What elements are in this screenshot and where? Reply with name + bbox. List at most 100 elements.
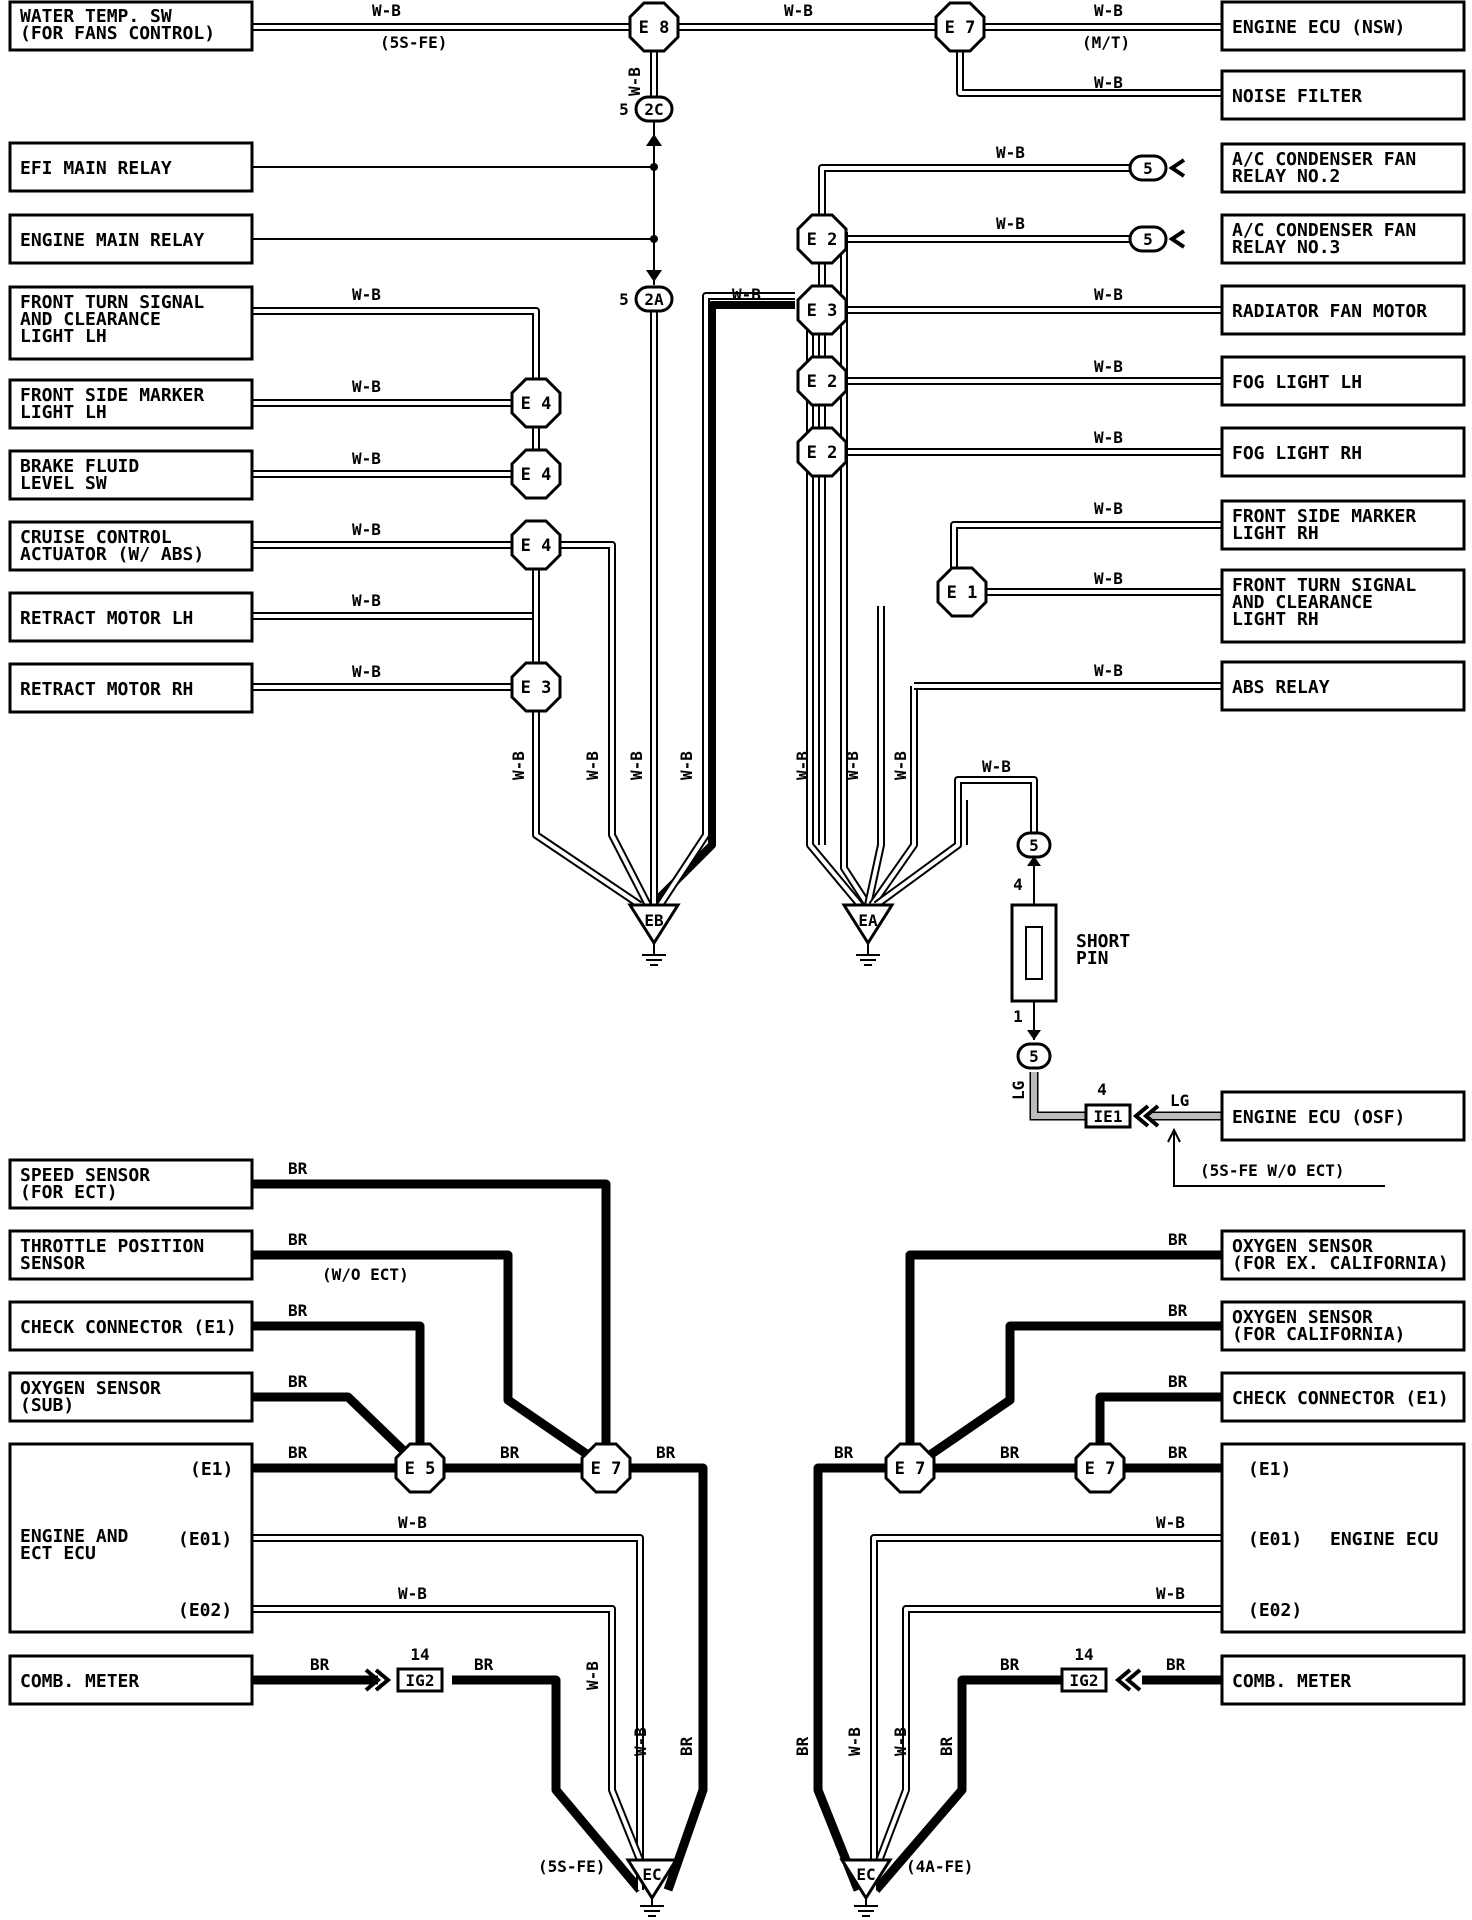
- svg-text:BR: BR: [1000, 1443, 1020, 1462]
- relay-lines: [252, 122, 662, 285]
- svg-text:E 7: E 7: [591, 1459, 622, 1479]
- connector-2c: 2C 5: [619, 95, 674, 123]
- svg-text:EC: EC: [856, 1865, 875, 1884]
- connectors: 2C 5 2A 5 5 5 5 5 IE1 4: [364, 95, 1186, 1693]
- svg-text:W-B: W-B: [1094, 499, 1123, 518]
- svg-text:BR: BR: [793, 1736, 812, 1756]
- svg-text:W-B: W-B: [631, 1727, 650, 1756]
- svg-text:W-B: W-B: [891, 1727, 910, 1756]
- svg-text:W-B: W-B: [784, 1, 813, 20]
- svg-text:5: 5: [1029, 836, 1039, 855]
- svg-text:BR: BR: [288, 1443, 308, 1462]
- svg-text:BR: BR: [1000, 1655, 1020, 1674]
- svg-text:1: 1: [1013, 1007, 1023, 1026]
- label-engine-ecu-nsw: ENGINE ECU (NSW): [1232, 17, 1405, 38]
- svg-text:W-B: W-B: [583, 1661, 602, 1690]
- svg-text:BR: BR: [288, 1301, 308, 1320]
- junction-e7-bottom-left: E 7: [580, 1442, 632, 1494]
- junction-e1-right: E 1: [936, 566, 988, 618]
- svg-text:BR: BR: [310, 1655, 330, 1674]
- junction-e2-b: E 2: [796, 355, 848, 407]
- svg-text:E 8: E 8: [639, 18, 670, 38]
- ground-ea: EA: [841, 903, 895, 966]
- label-ac-fan-relay2: A/C CONDENSER FAN RELAY NO.2: [1232, 149, 1427, 187]
- junction-e2-c: E 2: [796, 426, 848, 478]
- label-engine-ect-ecu: ENGINE AND ECT ECU: [20, 1526, 139, 1564]
- bottom-right-wires: [813, 1250, 1222, 1893]
- svg-text:W-B: W-B: [1094, 285, 1123, 304]
- svg-text:W-B: W-B: [843, 751, 862, 780]
- connector-2a: 2A 5: [619, 285, 674, 313]
- label-fog-lh: FOG LIGHT LH: [1232, 372, 1362, 393]
- svg-text:W-B: W-B: [1094, 1, 1123, 20]
- svg-text:BR: BR: [500, 1443, 520, 1462]
- svg-text:W-B: W-B: [352, 591, 381, 610]
- svg-text:IG2: IG2: [406, 1671, 435, 1690]
- note-5sfe-bottom: (5S-FE): [538, 1857, 605, 1876]
- svg-text:5: 5: [619, 290, 629, 309]
- svg-text:W-B: W-B: [732, 285, 761, 304]
- label-pin-l-e1: (E1): [190, 1459, 233, 1480]
- label-front-turn-rh: FRONT TURN SIGNAL AND CLEARANCE LIGHT RH: [1232, 575, 1427, 630]
- grounds: EB EA EC EC: [625, 903, 895, 1917]
- label-pin-r-e01: (E01): [1248, 1529, 1302, 1550]
- svg-text:BR: BR: [288, 1230, 308, 1249]
- svg-text:E 7: E 7: [895, 1459, 926, 1479]
- svg-text:IG2: IG2: [1070, 1671, 1099, 1690]
- svg-text:W-B: W-B: [398, 1513, 427, 1532]
- svg-text:W-B: W-B: [1094, 73, 1123, 92]
- junction-e4-a: E 4: [510, 377, 562, 429]
- svg-text:W-B: W-B: [891, 751, 910, 780]
- junction-e5-bottom-left: E 5: [394, 1442, 446, 1494]
- label-ac-fan-relay3: A/C CONDENSER FAN RELAY NO.3: [1232, 220, 1427, 258]
- svg-text:BR: BR: [677, 1736, 696, 1756]
- junction-e7-bottom-right-2: E 7: [1074, 1442, 1126, 1494]
- svg-text:W-B: W-B: [583, 751, 602, 780]
- svg-text:BR: BR: [288, 1372, 308, 1391]
- svg-text:W-B: W-B: [352, 662, 381, 681]
- label-brake-fluid: BRAKE FLUID LEVEL SW: [20, 456, 150, 494]
- svg-text:14: 14: [1074, 1645, 1093, 1664]
- svg-text:BR: BR: [1168, 1443, 1188, 1462]
- svg-text:BR: BR: [656, 1443, 676, 1462]
- junction-e3-left: E 3: [510, 661, 562, 713]
- label-oxygen-ex-cal: OXYGEN SENSOR (FOR EX. CALIFORNIA): [1232, 1236, 1449, 1274]
- note-4afe: (4A-FE): [906, 1857, 973, 1876]
- label-cruise-control: CRUISE CONTROL ACTUATOR (W/ ABS): [20, 527, 204, 565]
- svg-text:W-B: W-B: [1094, 428, 1123, 447]
- notes: (5S-FE) (M/T) (W/O ECT) (5S-FE W/O ECT) …: [322, 33, 1345, 1876]
- junction-e7-top: E 7: [934, 1, 986, 53]
- svg-text:4: 4: [1097, 1080, 1107, 1099]
- svg-text:W-B: W-B: [352, 377, 381, 396]
- label-engine-ecu-osf: ENGINE ECU (OSF): [1232, 1107, 1405, 1128]
- svg-text:W-B: W-B: [509, 751, 528, 780]
- label-pin-l-e01: (E01): [178, 1529, 232, 1550]
- svg-text:EA: EA: [858, 911, 878, 930]
- label-radiator-fan: RADIATOR FAN MOTOR: [1232, 301, 1427, 322]
- svg-text:BR: BR: [937, 1736, 956, 1756]
- label-speed-sensor: SPEED SENSOR (FOR ECT): [20, 1165, 161, 1203]
- note-5sfe-wo-ect: (5S-FE W/O ECT): [1200, 1161, 1345, 1180]
- connector-ig2-right: IG2 14: [1060, 1645, 1142, 1693]
- label-comb-meter-right: COMB. METER: [1232, 1671, 1351, 1692]
- svg-text:W-B: W-B: [398, 1584, 427, 1603]
- svg-text:E 7: E 7: [1085, 1459, 1116, 1479]
- svg-text:E 4: E 4: [521, 394, 552, 414]
- label-engine-main-relay: ENGINE MAIN RELAY: [20, 230, 204, 251]
- svg-text:BR: BR: [288, 1159, 308, 1178]
- connector-5-bottom: 5: [1016, 1042, 1052, 1070]
- label-oxygen-cal: OXYGEN SENSOR (FOR CALIFORNIA): [1232, 1307, 1405, 1345]
- svg-text:W-B: W-B: [352, 449, 381, 468]
- svg-text:E 3: E 3: [807, 301, 838, 321]
- label-check-conn-left: CHECK CONNECTOR (E1): [20, 1317, 237, 1338]
- svg-text:W-B: W-B: [352, 520, 381, 539]
- label-comb-meter-left: COMB. METER: [20, 1671, 139, 1692]
- label-efi-main-relay: EFI MAIN RELAY: [20, 158, 172, 179]
- svg-text:LG: LG: [1170, 1091, 1189, 1110]
- label-front-turn-lh: FRONT TURN SIGNAL AND CLEARANCE LIGHT LH: [20, 292, 215, 347]
- connector-ie1: IE1 4: [1084, 1080, 1160, 1129]
- svg-text:5: 5: [1029, 1047, 1039, 1066]
- svg-text:2C: 2C: [644, 100, 663, 119]
- svg-text:E 5: E 5: [405, 1459, 436, 1479]
